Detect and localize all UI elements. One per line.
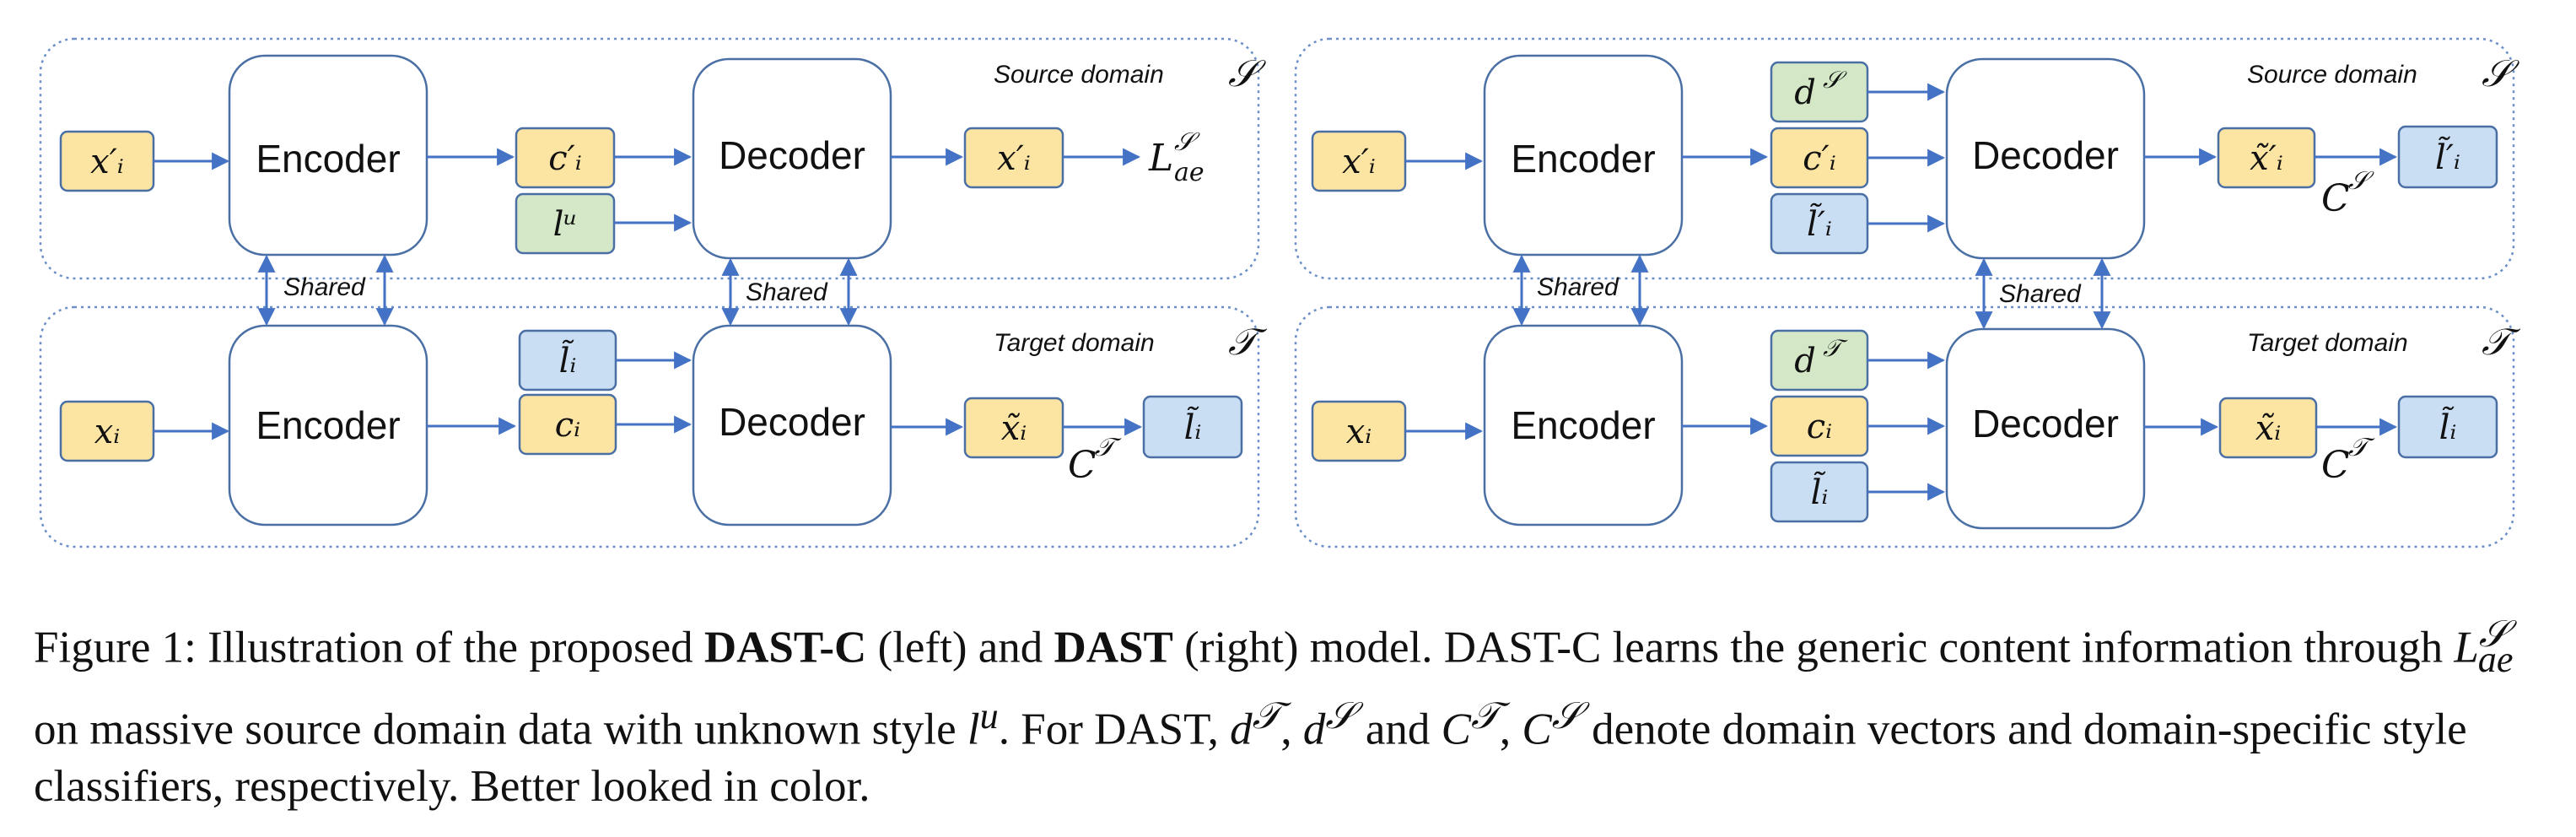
right-target-classifier-label: C 𝒯	[2321, 433, 2375, 487]
left-target-input-text: xᵢ	[94, 413, 121, 451]
right-source-panel	[1294, 37, 2515, 280]
svg-text:d: d	[1794, 73, 1816, 112]
left-source-encoder	[228, 54, 428, 256]
right-target-style-text: l̃ᵢ	[1811, 471, 1829, 512]
right-source-label-box	[2397, 125, 2498, 189]
left-target-style-text: l̃ᵢ	[559, 339, 577, 381]
right-target-panel	[1294, 305, 2515, 548]
left-target-domain-symbol: 𝒯	[1228, 321, 1268, 364]
svg-text:C: C	[1068, 444, 1097, 487]
right-target-domain-box	[1770, 329, 1869, 392]
architecture-diagram: Source domain 𝒮 Target domain 𝒯 x′ᵢ Enco…	[39, 37, 2521, 548]
right-encoder-shared-label: Shared	[1537, 273, 1619, 301]
left-source-loss-label: L 𝒮 ae	[1148, 127, 1204, 187]
right-target-input-text: xᵢ	[1346, 413, 1372, 451]
svg-text:C: C	[2321, 177, 2350, 220]
right-target-label-box	[2397, 395, 2498, 459]
left-source-panel	[39, 37, 1260, 280]
svg-text:d: d	[1794, 342, 1816, 381]
left-source-domain-label: Source domain	[994, 61, 1164, 89]
left-source-style-text: lᵘ	[553, 205, 578, 244]
right-source-domain-box	[1770, 61, 1869, 123]
right-target-decoder-label: Decoder	[1972, 402, 2119, 446]
right-source-classifier-label: C 𝒮	[2321, 166, 2374, 220]
right-source-style-text: l̃′ᵢ	[1807, 202, 1832, 244]
svg-text:ae: ae	[1174, 158, 1204, 187]
svg-text:C: C	[2321, 444, 2350, 487]
left-target-decoder-label: Decoder	[719, 400, 865, 444]
right-source-domain-symbol: 𝒮	[2482, 52, 2519, 95]
left-source-decoder	[692, 57, 892, 260]
left-decoder-shared-label: Shared	[746, 278, 828, 306]
right-source-domain-label: Source domain	[2247, 61, 2417, 89]
left-source-domain-symbol: 𝒮	[1228, 52, 1266, 95]
right-target-domain-label: Target domain	[2247, 329, 2408, 357]
right-target-output-text: x̃ᵢ	[2255, 409, 2282, 448]
right-source-output-text: x̃′ᵢ	[2250, 139, 2283, 178]
svg-text:L: L	[1148, 137, 1173, 180]
left-target-panel	[39, 305, 1260, 548]
right-source-label-text: l̃′ᵢ	[2435, 136, 2460, 177]
left-source-encoder-label: Encoder	[256, 137, 400, 181]
left-source-output-text: x′ᵢ	[997, 139, 1031, 178]
svg-text:𝒯: 𝒯	[1095, 433, 1122, 462]
left-source-decoder-label: Decoder	[719, 133, 865, 177]
right-source-decoder	[1945, 57, 2146, 260]
svg-text:𝒮: 𝒮	[1174, 127, 1200, 157]
right-source-input-text: x′ᵢ	[1342, 143, 1376, 181]
right-target-decoder	[1945, 327, 2146, 530]
left-target-content-text: cᵢ	[555, 406, 580, 445]
right-decoder-shared-label: Shared	[1999, 280, 2082, 308]
right-source-decoder-label: Decoder	[1972, 133, 2119, 177]
dast-model: Source domain 𝒮 Target domain 𝒯 x′ᵢ Enco…	[1294, 37, 2521, 548]
left-encoder-shared-label: Shared	[283, 273, 366, 301]
dast-c-model: Source domain 𝒮 Target domain 𝒯 x′ᵢ Enco…	[39, 37, 1268, 548]
svg-text:𝒯: 𝒯	[2348, 433, 2375, 462]
right-target-content-text: cᵢ	[1807, 408, 1832, 446]
right-target-encoder-label: Encoder	[1511, 403, 1655, 447]
right-target-domain-symbol: 𝒯	[2482, 321, 2521, 364]
right-source-content-text: c′ᵢ	[1803, 139, 1836, 178]
left-target-domain-label: Target domain	[994, 329, 1155, 357]
left-target-output-text: x̃ᵢ	[1001, 409, 1027, 448]
right-source-encoder-label: Encoder	[1511, 137, 1655, 181]
left-source-input-text: x′ᵢ	[90, 143, 124, 181]
right-target-label-text: l̃ᵢ	[2439, 406, 2457, 447]
left-source-content-text: c′ᵢ	[548, 139, 582, 178]
left-target-decoder	[692, 324, 892, 526]
left-target-encoder-label: Encoder	[256, 403, 400, 447]
left-target-classifier-label: C 𝒯	[1068, 433, 1122, 487]
right-source-encoder	[1483, 54, 1684, 256]
left-target-label-text: l̃ᵢ	[1184, 406, 1202, 447]
left-target-label-box	[1142, 395, 1243, 459]
figure-caption: Figure 1: Illustration of the proposed D…	[34, 613, 2514, 811]
svg-text:𝒮: 𝒮	[2348, 166, 2374, 196]
